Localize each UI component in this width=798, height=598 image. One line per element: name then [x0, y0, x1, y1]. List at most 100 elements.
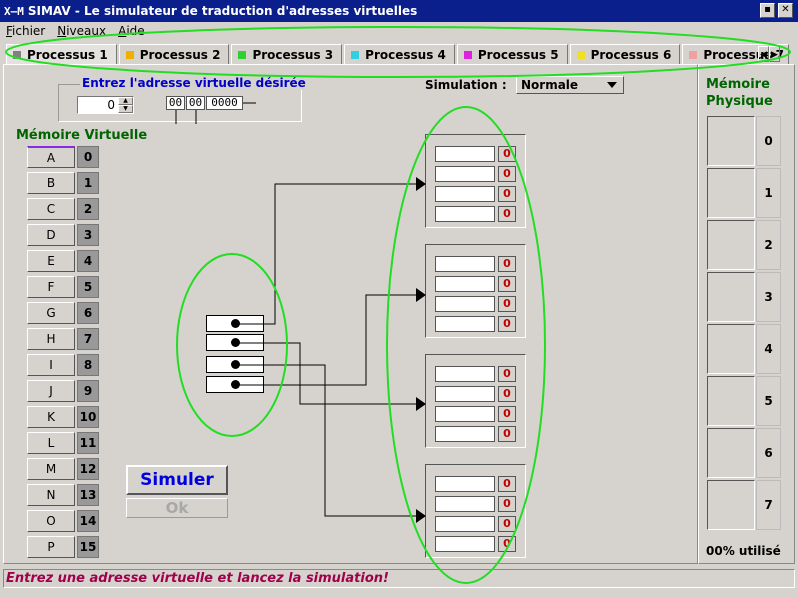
virtual-memory-title: Mémoire Virtuelle	[16, 128, 148, 143]
page-directory-entry	[206, 334, 264, 351]
page-directory-entry	[206, 376, 264, 393]
present-bit: 0	[498, 516, 516, 532]
page-table-entry	[435, 516, 495, 532]
page-index: 0	[77, 146, 99, 168]
simulation-mode-select[interactable]: Normale	[516, 76, 624, 94]
frame-cell	[707, 168, 755, 218]
tab-scroll-left-icon[interactable]: ◀	[758, 46, 769, 62]
hex-offset: 0000	[206, 96, 243, 110]
status-message: Entrez une adresse virtuelle et lancez l…	[6, 571, 389, 586]
page-index: 15	[77, 536, 99, 558]
tab-color-icon	[125, 50, 134, 59]
page-table-entry	[435, 146, 495, 162]
page-directory-entry	[206, 315, 264, 332]
frame-index: 1	[756, 168, 781, 218]
page-table-entry	[435, 536, 495, 552]
page-cell-e[interactable]: E	[27, 250, 75, 272]
present-bit: 0	[498, 206, 516, 222]
page-cell-j[interactable]: J	[27, 380, 75, 402]
address-group-title: Entrez l'adresse virtuelle désirée	[80, 76, 308, 90]
frame-index: 5	[756, 376, 781, 426]
frame-index: 3	[756, 272, 781, 322]
frame-index: 0	[756, 116, 781, 166]
page-cell-c[interactable]: C	[27, 198, 75, 220]
minimize-button[interactable]: ▪	[760, 3, 775, 18]
present-bit: 0	[498, 406, 516, 422]
page-cell-b[interactable]: B	[27, 172, 75, 194]
page-index: 2	[77, 198, 99, 220]
tab-processus-4[interactable]: Processus 4	[344, 44, 455, 64]
spinner-down-icon[interactable]: ▼	[118, 105, 133, 113]
page-cell-n[interactable]: N	[27, 484, 75, 506]
tab-processus-3[interactable]: Processus 3	[231, 44, 343, 64]
page-table-entry	[435, 496, 495, 512]
page-cell-g[interactable]: G	[27, 302, 75, 324]
present-bit: 0	[498, 536, 516, 552]
page-cell-l[interactable]: L	[27, 432, 75, 454]
tab-scroll-right-icon[interactable]: ▶	[769, 46, 780, 62]
page-cell-o[interactable]: O	[27, 510, 75, 532]
menu-fichier[interactable]: Fichier	[6, 24, 46, 38]
address-spinner[interactable]: 0 ▲ ▼	[77, 96, 134, 114]
page-table-entry	[435, 366, 495, 382]
menu-aide[interactable]: Aide	[118, 24, 145, 38]
page-cell-p[interactable]: P	[27, 536, 75, 558]
page-index: 12	[77, 458, 99, 480]
page-index: 6	[77, 302, 99, 324]
tab-processus-6[interactable]: Processus 6	[569, 44, 681, 64]
simulation-label: Simulation :	[425, 78, 507, 92]
frame-index: 6	[756, 428, 781, 478]
frame-index: 4	[756, 324, 781, 374]
chevron-down-icon	[607, 82, 617, 88]
page-index: 1	[77, 172, 99, 194]
tab-processus-2[interactable]: Processus 2	[118, 44, 230, 64]
spinner-up-icon[interactable]: ▲	[118, 97, 133, 105]
present-bit: 0	[498, 426, 516, 442]
page-cell-a[interactable]: A	[27, 146, 75, 168]
tab-color-icon	[351, 50, 360, 59]
page-index: 7	[77, 328, 99, 350]
page-index: 14	[77, 510, 99, 532]
menu-niveaux[interactable]: Niveaux	[57, 24, 107, 38]
close-button[interactable]: ✕	[778, 3, 793, 18]
page-table-entry	[435, 276, 495, 292]
present-bit: 0	[498, 316, 516, 332]
pointer-dot-icon	[231, 319, 240, 328]
page-cell-d[interactable]: D	[27, 224, 75, 246]
address-value: 0	[107, 98, 115, 112]
frame-cell	[707, 376, 755, 426]
page-cell-m[interactable]: M	[27, 458, 75, 480]
page-index: 11	[77, 432, 99, 454]
window-title: SIMAV - Le simulateur de traduction d'ad…	[27, 4, 418, 18]
present-bit: 0	[498, 146, 516, 162]
page-directory-entry	[206, 356, 264, 373]
frame-cell	[707, 324, 755, 374]
frame-cell	[707, 220, 755, 270]
frame-cell	[707, 428, 755, 478]
present-bit: 0	[498, 256, 516, 272]
present-bit: 0	[498, 496, 516, 512]
page-cell-k[interactable]: K	[27, 406, 75, 428]
page-index: 13	[77, 484, 99, 506]
page-index: 4	[77, 250, 99, 272]
hex-level2: 00	[186, 96, 205, 110]
page-table-entry	[435, 406, 495, 422]
tab-color-icon	[463, 50, 472, 59]
page-index: 10	[77, 406, 99, 428]
page-cell-i[interactable]: I	[27, 354, 75, 376]
simulate-button[interactable]: Simuler	[126, 465, 228, 495]
tab-processus-1[interactable]: Processus 1	[6, 44, 117, 64]
tab-processus-5[interactable]: Processus 5	[456, 44, 568, 64]
frame-cell	[707, 480, 755, 530]
tab-scroll: ◀ ▶	[758, 46, 780, 62]
page-table-entry	[435, 296, 495, 312]
page-index: 3	[77, 224, 99, 246]
pointer-dot-icon	[231, 360, 240, 369]
page-cell-f[interactable]: F	[27, 276, 75, 298]
page-table-entry	[435, 476, 495, 492]
memory-usage: 00% utilisé	[706, 544, 781, 558]
page-cell-h[interactable]: H	[27, 328, 75, 350]
frame-index: 7	[756, 480, 781, 530]
page-table-entry	[435, 256, 495, 272]
page-table-entry	[435, 186, 495, 202]
